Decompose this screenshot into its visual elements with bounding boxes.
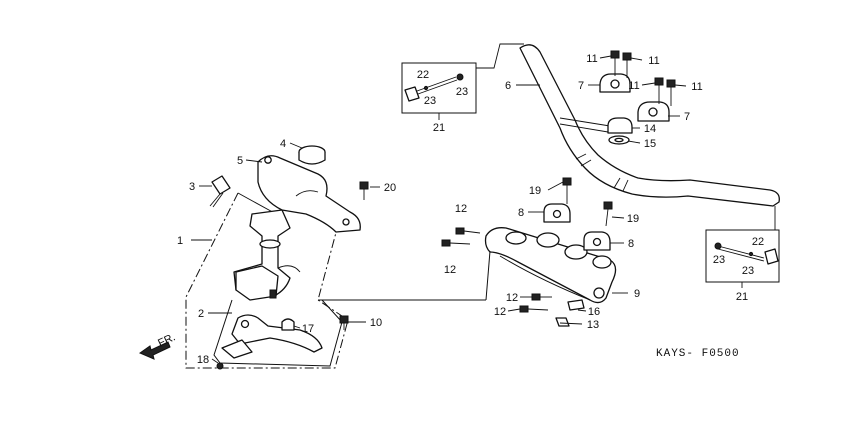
callout-11-b: 11: [648, 55, 659, 67]
top-bridge-part-9: [484, 227, 617, 304]
handlebar-part-6: [519, 44, 780, 207]
front-direction-arrow: [138, 341, 171, 360]
bolt-part-19-a: [562, 177, 572, 204]
handlebar-weight-box-left: [401, 43, 524, 120]
bolt-part-10: [339, 315, 349, 330]
callout-19-b: 19: [627, 213, 639, 225]
callout-5: 5: [237, 155, 243, 167]
bracket-part-16: [567, 299, 585, 311]
callout-21-bottom: 21: [736, 291, 748, 303]
cap-part-4: [298, 145, 326, 165]
lower-holder-part-14: [607, 117, 633, 134]
callout-15: 15: [644, 138, 656, 150]
callout-18: 18: [197, 354, 209, 366]
callout-9: 9: [634, 288, 640, 300]
callout-23-top-right: 23: [456, 86, 468, 98]
callout-11-c: 11: [628, 80, 639, 92]
callout-23-bottom-right: 23: [742, 265, 754, 277]
front-direction-label: FR.: [156, 331, 177, 349]
callout-22-top: 22: [417, 69, 429, 81]
callout-11-d: 11: [691, 81, 702, 93]
callout-8-upper: 8: [518, 207, 524, 219]
callout-3: 3: [189, 181, 195, 193]
nut-part-13: [555, 317, 570, 327]
bolt-part-12-group: [441, 227, 552, 313]
callout-8-lower: 8: [628, 238, 634, 250]
callout-17: 17: [302, 323, 314, 335]
callout-4: 4: [280, 138, 286, 150]
leader-lines: [191, 55, 687, 364]
lower-holder-part-8-upper: [543, 203, 571, 223]
callout-12-a: 12: [455, 203, 467, 215]
callout-13: 13: [587, 319, 599, 331]
harness-box-part-2: [213, 299, 343, 367]
callout-23-top-left: 23: [424, 95, 436, 107]
callout-7-right: 7: [684, 111, 690, 123]
callout-22-bottom: 22: [752, 236, 764, 248]
callout-20: 20: [384, 182, 396, 194]
callout-16: 16: [588, 306, 600, 318]
callout-10: 10: [370, 317, 382, 329]
handlebar-weight-box-right: [705, 206, 780, 288]
callout-23-bottom-left: 23: [713, 254, 725, 266]
bracket-part-2: [221, 314, 323, 359]
washer-part-15: [608, 135, 630, 145]
lower-holder-part-8-lower: [583, 231, 611, 251]
callout-11-a: 11: [586, 53, 597, 65]
bolt-part-11-set-b: [654, 77, 676, 106]
callout-6: 6: [505, 80, 511, 92]
callout-1: 1: [177, 235, 183, 247]
diagram-code: KAYS- F0500: [656, 348, 740, 360]
callout-12-c: 12: [506, 292, 518, 304]
upper-holder-part-7-right: [637, 101, 670, 122]
bolt-part-20: [359, 181, 369, 200]
callout-14: 14: [644, 123, 656, 135]
bolt-part-11-set-a: [610, 50, 632, 78]
switch-cover-part-5: [257, 155, 361, 233]
callout-7-left: 7: [578, 80, 584, 92]
callout-19-a: 19: [529, 185, 541, 197]
callout-labels: 1 2 3 4 5 6 7 7 8 8 9 10 11 11 11 11 12 …: [156, 53, 764, 366]
key-part-3: [209, 175, 231, 208]
callout-12-b: 12: [444, 264, 456, 276]
upper-holder-part-7-left: [599, 73, 631, 93]
callout-2: 2: [198, 308, 204, 320]
bolt-part-19-b: [603, 201, 613, 227]
switch-body: [233, 209, 301, 301]
callout-21-top: 21: [433, 122, 445, 134]
clamp-part-17: [281, 318, 295, 331]
screw-part-18: [216, 362, 224, 370]
callout-12-d: 12: [494, 306, 506, 318]
